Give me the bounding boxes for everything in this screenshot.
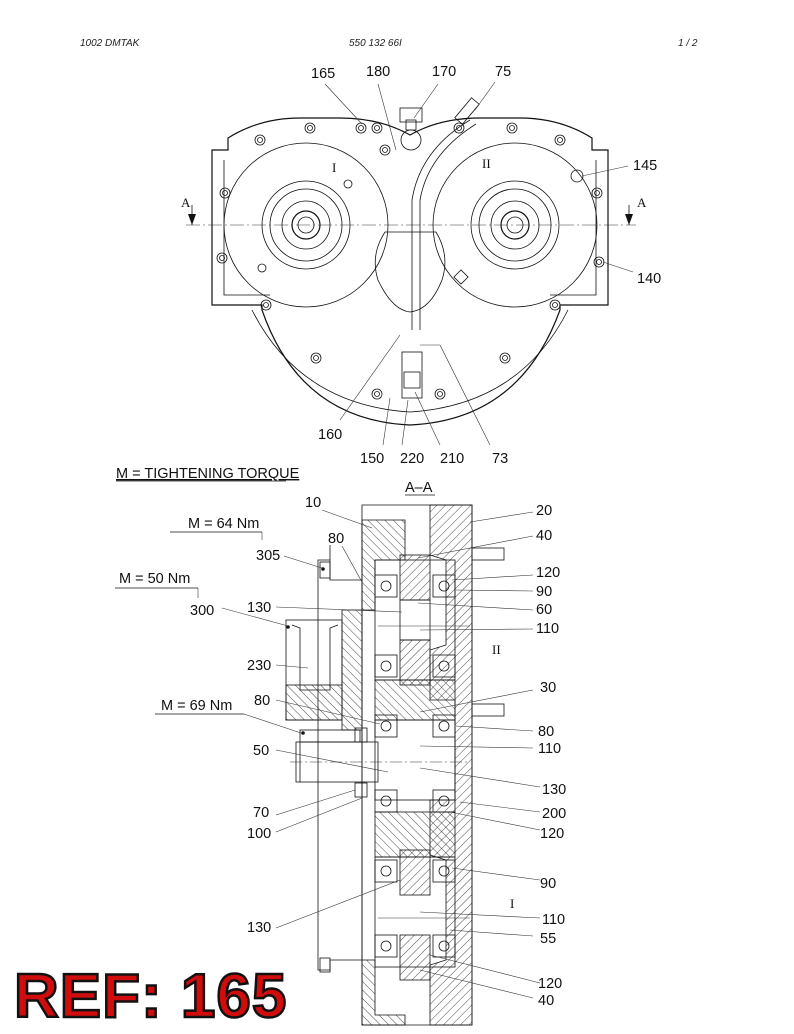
header-part-number: 550 132 66I — [349, 38, 402, 49]
callout-20: 20 — [536, 503, 552, 519]
header-model: 1002 DMTAK — [80, 38, 140, 49]
gear-mark-ii-section: II — [492, 642, 501, 657]
callout-110-lower: 110 — [542, 912, 565, 928]
callout-110-upper: 110 — [536, 621, 559, 637]
callout-130-lower: 130 — [247, 920, 271, 936]
callout-60: 60 — [536, 602, 552, 618]
callout-40-lower: 40 — [538, 993, 554, 1009]
callout-120-upper: 120 — [536, 565, 560, 581]
callout-120-lower: 120 — [538, 976, 562, 992]
section-view-leaders — [197, 509, 541, 999]
callout-70: 70 — [253, 805, 269, 821]
callout-230: 230 — [247, 658, 271, 674]
callout-300: 300 — [190, 603, 214, 619]
callout-73: 73 — [492, 451, 508, 467]
section-title: A–A — [405, 480, 433, 496]
torque-69nm: M = 69 Nm — [161, 698, 232, 714]
callout-55: 55 — [540, 931, 556, 947]
callout-75: 75 — [495, 64, 511, 80]
callout-90-lower: 90 — [540, 876, 556, 892]
callout-200: 200 — [542, 806, 566, 822]
callout-130-right: 130 — [542, 782, 566, 798]
gear-mark-i-top: I — [332, 160, 336, 175]
gear-mark-ii-top: II — [482, 156, 491, 171]
torque-legend: M = TIGHTENING TORQUE — [116, 466, 300, 482]
callout-305: 305 — [256, 548, 280, 564]
header-page: 1 / 2 — [678, 38, 698, 49]
gear-mark-i-section: I — [510, 896, 514, 911]
callout-30: 30 — [540, 680, 556, 696]
callout-140: 140 — [637, 271, 661, 287]
callout-50: 50 — [253, 743, 269, 759]
section-mark-a-left: A — [181, 195, 191, 210]
callout-80-upper: 80 — [328, 531, 344, 547]
callout-160: 160 — [318, 427, 342, 443]
callout-40-upper: 40 — [536, 528, 552, 544]
torque-64nm: M = 64 Nm — [188, 516, 259, 532]
callout-120-middle: 120 — [540, 826, 564, 842]
callout-170: 170 — [432, 64, 456, 80]
callout-90-upper: 90 — [536, 584, 552, 600]
callout-145: 145 — [633, 158, 657, 174]
callout-220: 220 — [400, 451, 424, 467]
callout-80-right: 80 — [538, 724, 554, 740]
callout-150: 150 — [360, 451, 384, 467]
top-view-leaders — [324, 81, 634, 446]
callout-110-middle: 110 — [538, 741, 561, 757]
section-mark-a-right: A — [637, 195, 647, 210]
reference-stamp: REF: 165 — [13, 962, 288, 1031]
callout-130-upper: 130 — [247, 600, 271, 616]
callout-165: 165 — [311, 66, 335, 82]
callout-100: 100 — [247, 826, 271, 842]
callout-80-middle: 80 — [254, 693, 270, 709]
section-view-gearbox — [285, 504, 505, 1026]
callout-210: 210 — [440, 451, 464, 467]
torque-50nm: M = 50 Nm — [119, 571, 190, 587]
callout-10: 10 — [305, 495, 321, 511]
top-view-housing — [186, 97, 636, 426]
callout-180: 180 — [366, 64, 390, 80]
